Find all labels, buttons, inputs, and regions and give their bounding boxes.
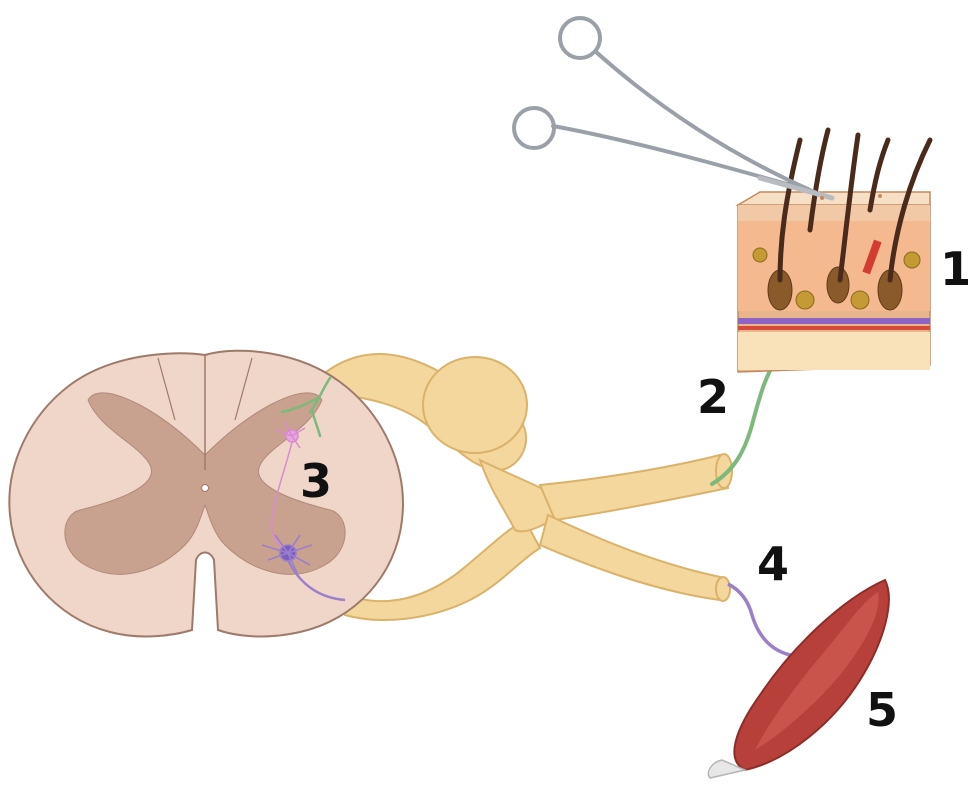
motor-branch-end (716, 577, 730, 601)
skin-vessel-band-2 (738, 326, 930, 330)
forceps-ring-lower (514, 108, 554, 148)
skin-hypodermis (738, 332, 930, 370)
forceps-arm-upper (596, 52, 810, 190)
central-canal (202, 485, 209, 492)
label-effector-muscle: 5 (866, 687, 898, 733)
label-sensory-neuron: 2 (697, 374, 729, 420)
spinal-cord-section (9, 351, 403, 637)
muscle (708, 580, 888, 778)
dorsal-root-ganglion (423, 357, 527, 453)
label-integration-center: 3 (300, 458, 332, 504)
label-motor-neuron: 4 (757, 541, 789, 587)
sensory-branch (540, 455, 728, 520)
label-skin-receptor: 1 (940, 246, 968, 292)
motor-branch (540, 515, 725, 600)
skin-vessel-band (738, 318, 930, 324)
forceps-icon (514, 18, 832, 198)
